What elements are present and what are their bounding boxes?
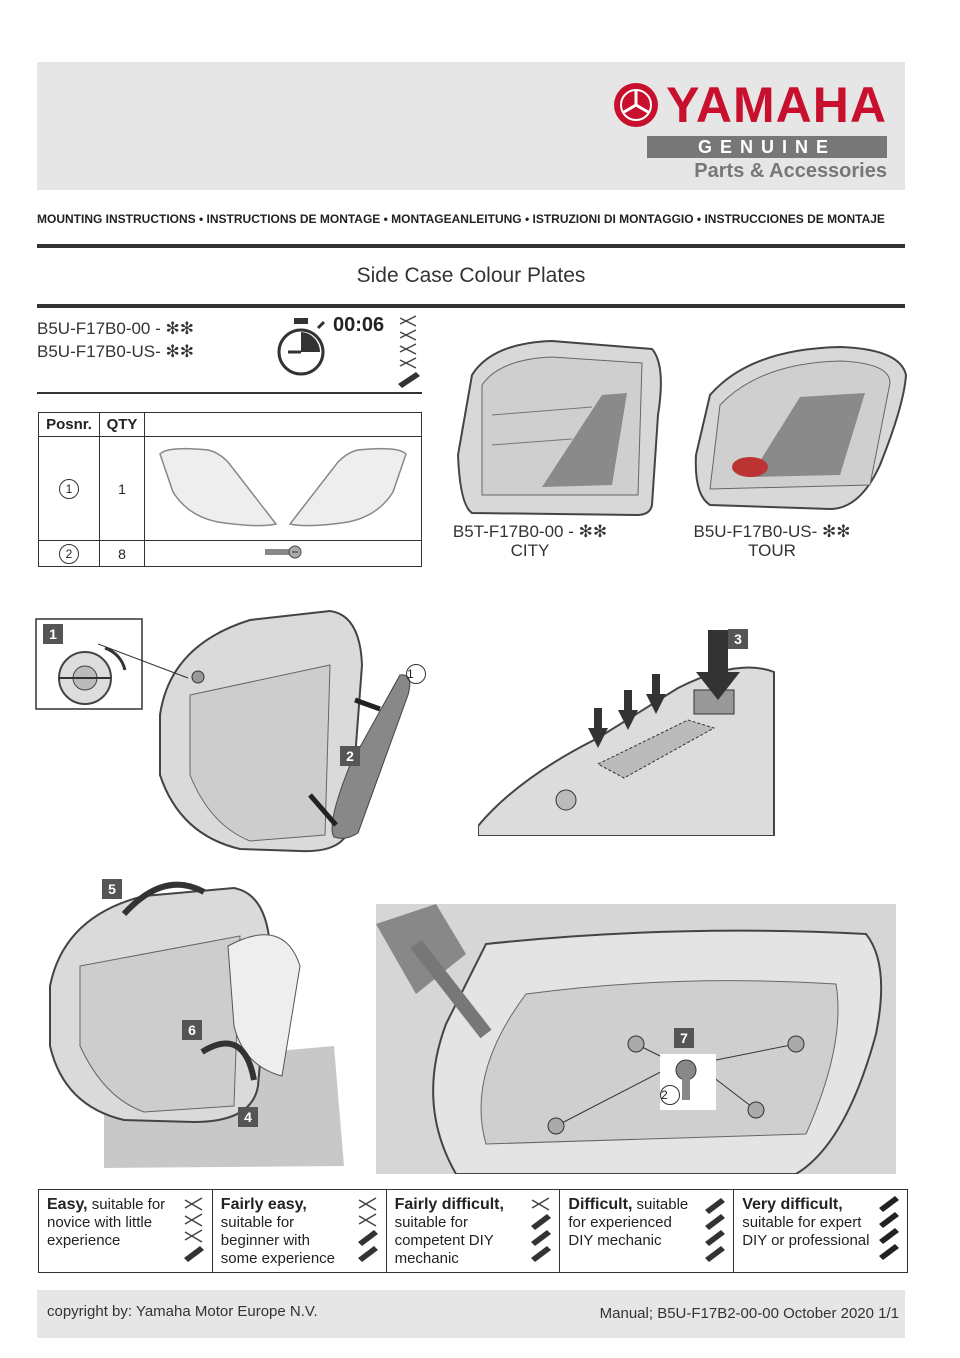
difficulty-text: suitable for beginner with some experien… <box>220 1214 336 1267</box>
quantity: 8 <box>99 540 145 567</box>
leader-line <box>98 643 189 679</box>
city-case-image <box>456 339 662 517</box>
tour-case-image <box>694 345 908 511</box>
difficulty-title: Fairly easy, <box>220 1196 307 1213</box>
tuning-fork-logo-icon <box>614 83 659 127</box>
variant-city: B5T-F17B0-00 - ✻✻ CITY <box>440 522 620 560</box>
divider <box>37 392 422 394</box>
step-badge: 4 <box>238 1107 258 1127</box>
page-title: Side Case Colour Plates <box>356 264 586 287</box>
table-row: 2 8 <box>38 540 422 567</box>
manual-reference: Manual; B5U-F17B2-00-00 October 2020 1/1 <box>599 1305 899 1322</box>
mounting-instructions-heading: MOUNTING INSTRUCTIONS • INSTRUCTIONS DE … <box>37 212 885 226</box>
difficulty-text: suitable for experienced DIY mechanic <box>568 1196 689 1249</box>
wrench-rating-5-icon <box>878 1196 899 1260</box>
step-badge: 5 <box>102 879 122 899</box>
copyright-text: copyright by: Yamaha Motor Europe N.V. <box>47 1303 318 1320</box>
part-number: B5U-F17B0-00 - ✻✻ <box>37 319 194 338</box>
difficulty-difficult: Difficult, suitable for experienced DIY … <box>560 1190 735 1272</box>
table-header-empty <box>144 412 422 437</box>
difficulty-title: Difficult, <box>568 1196 633 1213</box>
variant-name: CITY <box>510 541 550 560</box>
variant-tour: B5U-F17B0-US- ✻✻ TOUR <box>682 522 862 560</box>
difficulty-very-difficult: Very difficult, suitable for expert DIY … <box>734 1190 907 1272</box>
step-badge: 2 <box>340 746 360 766</box>
genuine-label: GENUINE <box>647 136 887 158</box>
parts-table: Posnr. QTY 1 1 2 8 <box>38 412 422 567</box>
difficulty-text: suitable for novice with little experien… <box>47 1196 166 1249</box>
wrench-rating-3-icon <box>531 1197 552 1262</box>
wrench-rating-icon <box>398 315 420 388</box>
difficulty-title: Fairly difficult, <box>394 1196 504 1213</box>
variant-code: B5U-F17B0-US- ✻✻ <box>693 522 851 541</box>
wrench-rating-2-icon <box>357 1197 378 1262</box>
position-number: 2 <box>59 543 79 564</box>
step-badge: 3 <box>728 629 748 649</box>
quantity: 1 <box>99 436 145 541</box>
stopwatch-icon <box>277 318 326 376</box>
case-step-3-image <box>478 630 775 836</box>
callout-number: 1 <box>406 664 426 684</box>
colour-plates-image <box>159 447 407 527</box>
case-step-4-5-6-image <box>49 881 344 1168</box>
difficulty-title: Very difficult, <box>742 1196 843 1213</box>
case-step-1-2-image <box>159 609 411 853</box>
screw-icon <box>265 545 302 559</box>
difficulty-text: suitable for expert DIY or professional <box>742 1214 870 1249</box>
mounting-time: 00:06 <box>333 314 385 336</box>
header-banner: YAMAHA GENUINE Parts & Accessories <box>37 62 905 190</box>
step-badge: 7 <box>674 1028 694 1048</box>
difficulty-title: Easy, <box>47 1196 88 1213</box>
difficulty-legend: Easy, suitable for novice with little ex… <box>38 1189 908 1273</box>
part-number: B5U-F17B0-US- ✻✻ <box>37 342 194 361</box>
variant-code: B5T-F17B0-00 - ✻✻ <box>452 522 608 541</box>
wrench-rating-1-icon <box>183 1197 204 1262</box>
variant-name: TOUR <box>748 541 796 560</box>
table-header: QTY <box>99 412 145 437</box>
difficulty-fairly-easy: Fairly easy, suitable for beginner with … <box>213 1190 387 1272</box>
footer: copyright by: Yamaha Motor Europe N.V. M… <box>37 1290 905 1338</box>
callout-number: 2 <box>660 1085 680 1105</box>
brand-name: YAMAHA <box>666 77 887 133</box>
difficulty-text: suitable for competent DIY mechanic <box>394 1214 494 1267</box>
table-row: 1 1 <box>38 436 422 541</box>
divider <box>37 304 905 308</box>
position-number: 1 <box>59 478 79 499</box>
table-header: Posnr. <box>38 412 100 437</box>
case-interior-step-7-image <box>376 904 896 1174</box>
step-badge: 1 <box>43 624 63 644</box>
brand-subtitle: Parts & Accessories <box>694 160 887 182</box>
step-badge: 6 <box>182 1020 202 1040</box>
divider <box>37 244 905 248</box>
difficulty-fairly-difficult: Fairly difficult, suitable for competent… <box>387 1190 561 1272</box>
wrench-rating-4-icon <box>705 1198 726 1262</box>
difficulty-easy: Easy, suitable for novice with little ex… <box>39 1190 213 1272</box>
brand-logo: YAMAHA GENUINE Parts & Accessories <box>612 80 887 183</box>
